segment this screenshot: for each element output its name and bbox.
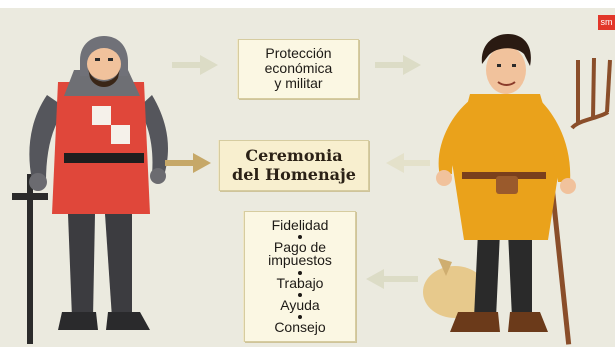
peasant-belt [462, 172, 546, 179]
knight-tabard [52, 82, 150, 214]
peasant-left-arm [438, 100, 478, 176]
bullet-dot [298, 235, 302, 239]
sword-blade [27, 174, 33, 344]
arrow-lord-to-protection [172, 55, 218, 75]
arrow-protection-to-vassal [375, 55, 421, 75]
arrow-vassal-to-ceremony [386, 153, 430, 173]
lord-obligation-line-1: Protección [265, 45, 332, 61]
knight-right-hand [150, 168, 166, 184]
lord-obligation-line-3: y militar [274, 75, 323, 91]
brand-logo: sm [598, 15, 615, 30]
peasant-right-leg [508, 232, 532, 318]
top-border [0, 0, 615, 8]
sword-hilt [12, 193, 48, 200]
peasant-figure [423, 34, 612, 345]
arrows [165, 55, 430, 289]
knight-face [87, 48, 121, 80]
obligation-fidelidad: Fidelidad [271, 217, 329, 233]
knight-belt [64, 153, 144, 163]
peasant-right-arm [532, 100, 571, 182]
grain-sack [423, 266, 487, 318]
peasant-right-hand [560, 178, 576, 194]
bullet-dot [298, 271, 302, 275]
knight-beard [88, 68, 120, 87]
ceremony-title-line-1: Ceremonia [245, 146, 343, 165]
obligation-consejo: Consejo [274, 319, 326, 335]
bullet-dot [298, 293, 302, 297]
pitchfork-head [570, 57, 612, 130]
lord-obligation-line-2: económica [264, 60, 333, 76]
knight-left-boot [58, 312, 98, 330]
peasant-hair [481, 34, 531, 66]
knight-left-leg [68, 214, 95, 318]
obligation-trabajo: Trabajo [276, 275, 324, 291]
peasant-pouch [496, 176, 518, 194]
peasant-face [486, 46, 526, 94]
bottom-border [0, 347, 615, 356]
peasant-left-hand [436, 170, 452, 186]
peasant-tunic [452, 94, 560, 240]
peasant-right-shoe [508, 312, 548, 332]
ceremony-title-line-2: del Homenaje [232, 165, 356, 184]
ceremony-scroll: Ceremonia del Homenaje [219, 140, 369, 191]
knight-figure [12, 36, 168, 344]
obligation-impuestos: Pago de impuestos [268, 239, 332, 268]
arrow-vassal-to-obligations [366, 269, 418, 289]
lord-obligations-scroll: Protección económica y militar [238, 39, 359, 99]
bullet-dot [298, 315, 302, 319]
peasant-left-leg [474, 232, 500, 318]
knight-left-hand [29, 173, 47, 191]
peasant-left-shoe [450, 312, 500, 332]
arrow-lord-to-ceremony [165, 153, 211, 173]
vassal-obligations-scroll: Fidelidad Pago de impuestos Trabajo Ayud… [244, 211, 356, 342]
obligation-ayuda: Ayuda [280, 297, 320, 313]
knight-right-leg [105, 214, 132, 318]
knight-right-boot [106, 312, 150, 330]
